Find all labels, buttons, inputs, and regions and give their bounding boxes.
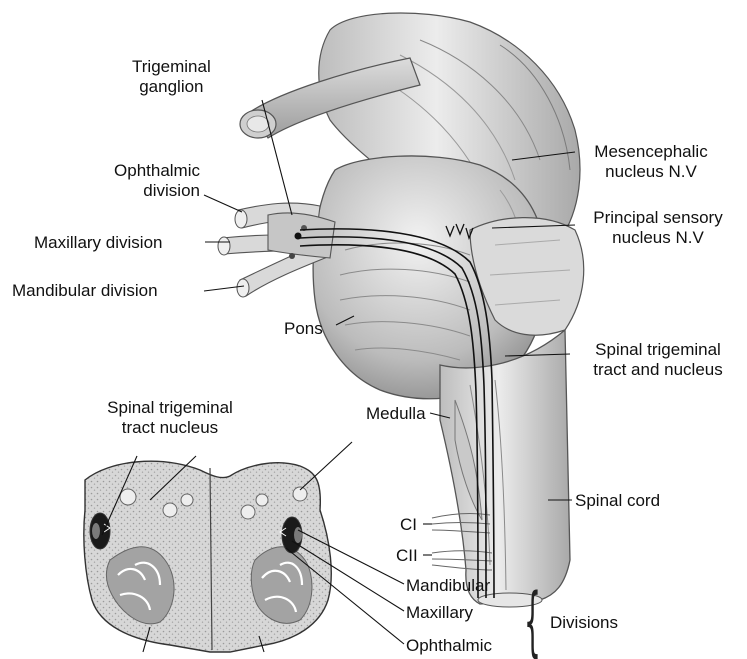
label-c1: CI [400,515,417,535]
label-medulla: Medulla [366,404,426,424]
label-principal-sensory-nucleus: Principal sensory nucleus N.V [576,208,740,248]
label-maxillary: Maxillary [406,603,473,623]
divisions-brace: { [524,583,541,659]
label-mandibular: Mandibular [406,576,490,596]
label-ophthalmic: Ophthalmic [406,636,492,656]
medulla-cross-section [84,461,331,652]
label-spinal-trigeminal-tract-nucleus: Spinal trigeminal tract nucleus [84,398,256,438]
label-c2: CII [396,546,418,566]
label-divisions: Divisions [550,613,618,633]
medulla-and-spinal-cord [440,330,570,607]
label-ophthalmic-division: Ophthalmic division [88,161,200,201]
label-trigeminal-ganglion: Trigeminal ganglion [132,57,211,97]
label-mesencephalic-nucleus: Mesencephalic nucleus N.V [576,142,726,182]
label-pons: Pons [284,319,323,339]
label-mandibular-division: Mandibular division [12,281,158,301]
label-spinal-trigeminal-tract-and-nucleus: Spinal trigeminal tract and nucleus [572,340,744,380]
label-maxillary-division: Maxillary division [34,233,162,253]
label-spinal-cord: Spinal cord [575,491,660,511]
